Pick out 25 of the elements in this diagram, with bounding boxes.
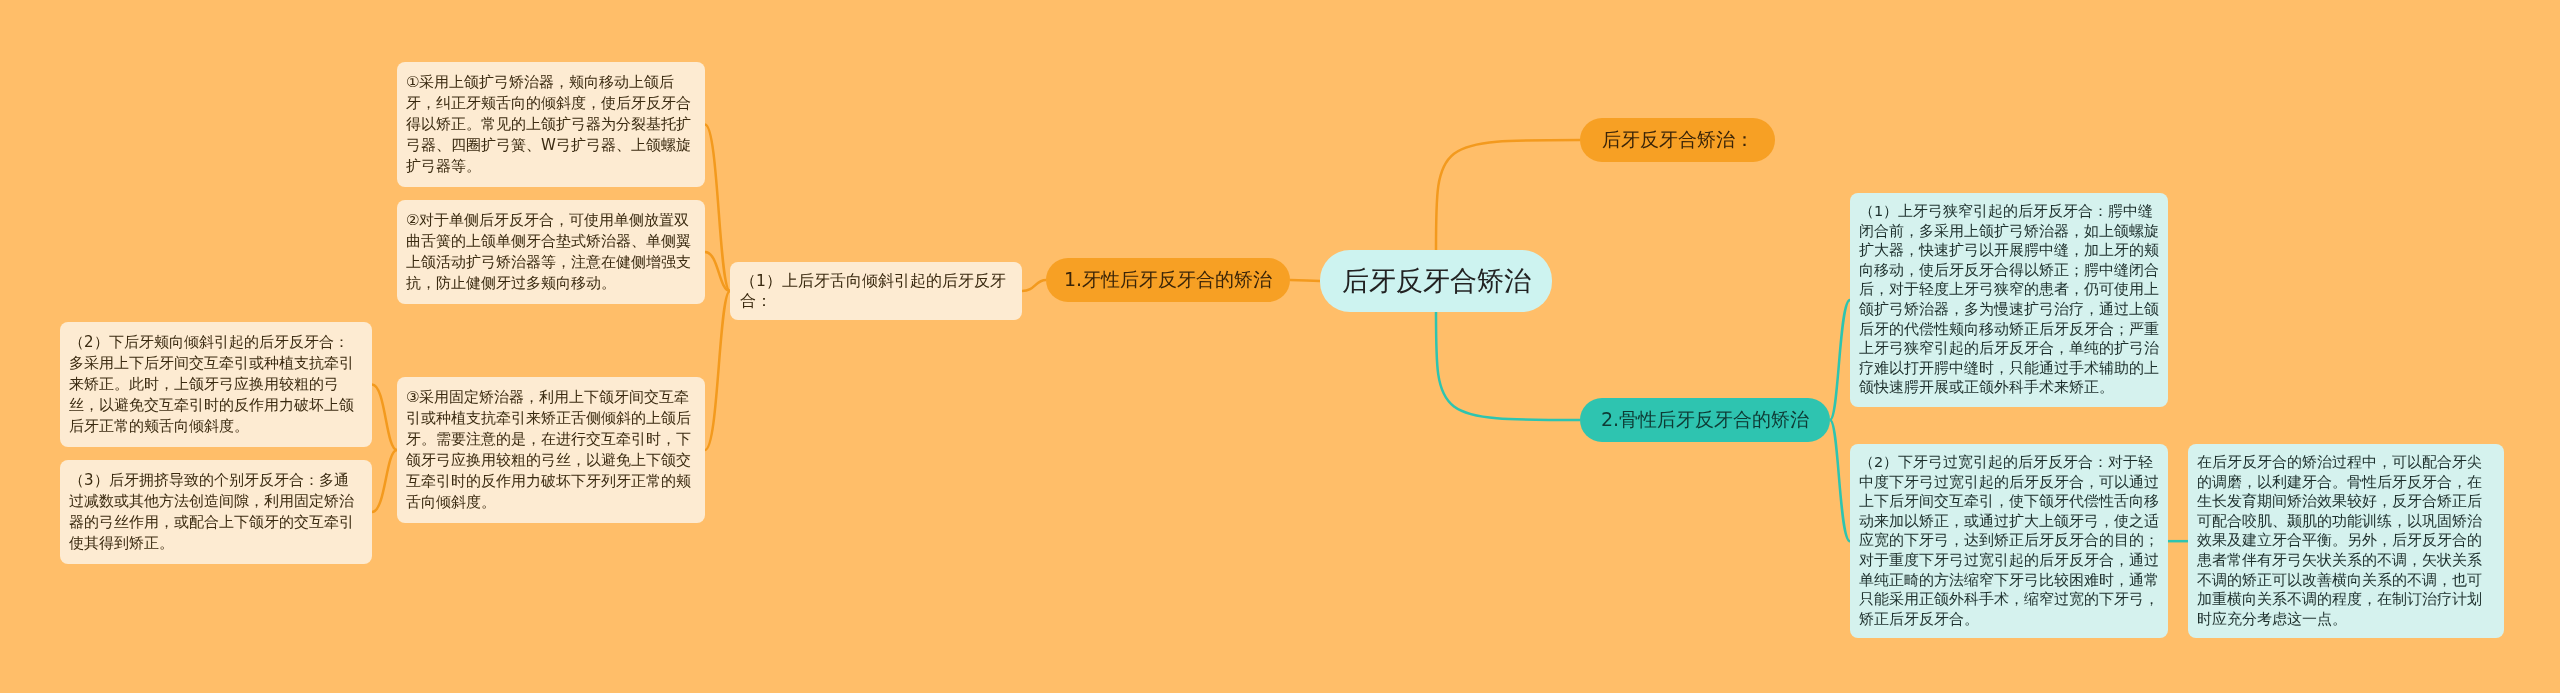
text-box: （3）后牙拥挤导致的个别牙反牙合：多通过减数或其他方法创造间隙，利用固定矫治器的弓丝作用，或配合上下颌牙的交互牵引使其得到矫正。 [60,460,372,564]
connector-line [704,123,731,292]
topic-box: 1.牙性后牙反牙合的矫治 [1046,258,1290,302]
connector-line [1290,278,1320,283]
central-topic: 后牙反牙合矫治 [1320,250,1552,312]
connector-line [704,250,731,293]
connector-line [371,383,398,452]
connector-line [704,290,731,451]
connector-line [1021,278,1047,293]
connector-line [1829,419,1851,543]
text-box: ③采用固定矫治器，利用上下颌牙间交互牵引或种植支抗牵引来矫正舌侧倾斜的上颌后牙。需要注意的是，在进行交互牵引时，下颌牙弓应换用较粗的弓丝，以避免上下颌交互牵引时的反作用力破坏下牙列牙正常的颊舌向倾斜度。 [397,377,705,523]
text-box: （2）下牙弓过宽引起的后牙反牙合：对于轻中度下牙弓过宽引起的后牙反牙合，可以通过上下后牙间交互牵引，使下颌牙代偿性舌向移动来加以矫正，或通过扩大上颌牙弓，使之适应宽的下牙弓，达到矫正后牙反牙合的目的；对于重度下牙弓过宽引起的后牙反牙合，通过单纯正畸的方法缩窄下牙弓比较困难时，通常只能采用正颌外科手术，缩窄过宽的下牙弓，矫正后牙反牙合。 [1850,444,2168,639]
connector-line [2168,539,2188,543]
text-box: ②对于单侧后牙反牙合，可使用单侧放置双曲舌簧的上颌单侧牙合垫式矫治器、单侧翼上颌活动扩弓矫治器等，注意在健侧增强支抗，防止健侧牙过多颊向移动。 [397,200,705,304]
text-box: 在后牙反牙合的矫治过程中，可以配合牙尖的调磨，以利建牙合。骨性后牙反牙合，在生长发育期间矫治效果较好，反牙合矫正后可配合咬肌、颞肌的功能训练，以巩固矫治效果及建立牙合平衡。另外，后牙反牙合的患者常伴有牙弓矢状关系的不调，矢状关系不调的矫正可以改善横向关系的不调，也可加重横向关系不调的程度，在制订治疗计划时应充分考虑这一点。 [2188,444,2504,639]
connector-line [1434,138,1580,250]
text-box: （2）下后牙颊向倾斜引起的后牙反牙合：多采用上下后牙间交互牵引或种植支抗牵引来矫正。此时，上颌牙弓应换用较粗的弓丝，以避免交互牵引时的反作用力破坏上颌后牙正常的颊舌向倾斜度。 [60,322,372,447]
connector-line [1829,299,1851,421]
topic-box: 后牙反牙合矫治： [1580,118,1775,162]
topic-box: 2.骨性后牙反牙合的矫治 [1580,398,1830,442]
text-box: ①采用上颌扩弓矫治器，颊向移动上颌后牙，纠正牙颊舌向的倾斜度，使后牙反牙合得以矫正。常见的上颌扩弓器为分裂基托扩弓器、四圈扩弓簧、W弓扩弓器、上颌螺旋扩弓器等。 [397,62,705,187]
connector-line [371,448,398,514]
connector-line [1434,312,1580,422]
subtopic-box: （1）上后牙舌向倾斜引起的后牙反牙合： [730,262,1022,320]
text-box: （1）上牙弓狭窄引起的后牙反牙合：腭中缝闭合前，多采用上颌扩弓矫治器，如上颌螺旋扩大器，快速扩弓以开展腭中缝，加上牙的颊向移动，使后牙反牙合得以矫正；腭中缝闭合后，对于轻度上牙弓狭窄的患者，仍可使用上颌扩弓矫治器，多为慢速扩弓治疗，通过上颌后牙的代偿性颊向移动矫正后牙反牙合；严重上牙弓狭窄引起的后牙反牙合，单纯的扩弓治疗难以打开腭中缝时，只能通过手术辅助的上颌快速腭开展或正颌外科手术来矫正。 [1850,193,2168,407]
